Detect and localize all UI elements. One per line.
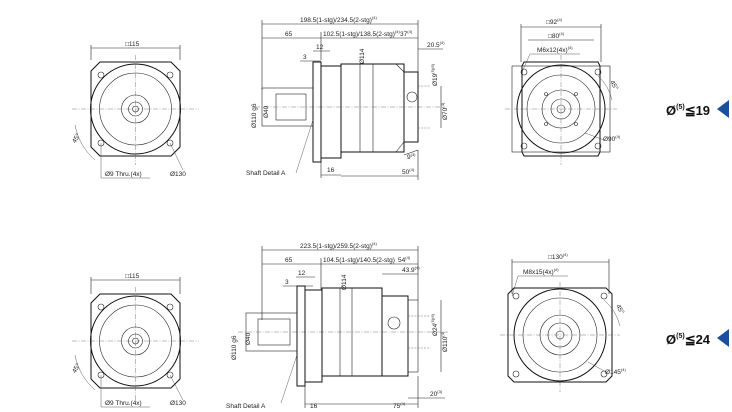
top-len-12: 12 bbox=[316, 44, 324, 51]
bottom-right-dia-145: Ø145(4) bbox=[605, 367, 626, 376]
top-right-dia-90: Ø90(4) bbox=[603, 134, 621, 143]
top-overall-length: 198.5(1-stg)/234.5(2-stg)(4) bbox=[300, 15, 377, 24]
top-left-thru-label: Ø9 Thru.(4x) bbox=[105, 171, 142, 178]
top-len-65: 65 bbox=[285, 31, 293, 38]
top-spec-label: Ø(5)≦19 bbox=[666, 103, 710, 118]
bottom-len-75: 75(4) bbox=[393, 401, 406, 410]
top-len-37: 37(4) bbox=[400, 29, 413, 38]
bottom-left-angle-label: 45° bbox=[70, 362, 82, 375]
top-len-20-5: 20.5(4) bbox=[427, 40, 445, 49]
top-front-view-right: □92(4) □80(4) M6x12(4x)(4) 45° Ø90(4) bbox=[505, 17, 621, 165]
bottom-dia-110: Ø110 g6 bbox=[231, 335, 238, 360]
top-dia-19: Ø19(5)(6) bbox=[430, 63, 439, 86]
top-len-9: 9(3) bbox=[407, 152, 416, 161]
top-shaft-detail: Shaft Detail A bbox=[246, 170, 286, 177]
bottom-front-view-right: □130(4) M8x15(4x)(4) 45° Ø145(4) bbox=[500, 252, 626, 392]
bottom-dia-110b: Ø110(4) bbox=[440, 331, 449, 352]
top-triangle-left-icon[interactable] bbox=[716, 99, 730, 119]
bottom-spec-text: Ø(5)≦24 bbox=[666, 332, 711, 347]
bottom-dia-114: Ø114 bbox=[341, 274, 348, 290]
bottom-right-angle: 45° bbox=[614, 303, 626, 316]
bottom-left-thru-label: Ø9 Thru.(4x) bbox=[105, 400, 142, 407]
bottom-right-square-130: □130(4) bbox=[548, 252, 568, 261]
bottom-len-43-9: 43.9(4) bbox=[402, 265, 420, 274]
bottom-triangle-left-icon[interactable] bbox=[716, 328, 730, 348]
bottom-dia-24: Ø24(5)(6) bbox=[430, 313, 439, 336]
top-dia-114: Ø114 bbox=[359, 48, 366, 64]
top-left-pcd-label: Ø130 bbox=[170, 171, 186, 178]
top-dia-40: Ø40 bbox=[263, 105, 270, 118]
top-right-square-92: □92(4) bbox=[546, 17, 563, 26]
top-dia-70: Ø70(4) bbox=[440, 102, 449, 120]
bottom-len-16: 16 bbox=[310, 403, 318, 410]
top-left-square-label: □115 bbox=[125, 41, 140, 48]
top-len-16: 16 bbox=[327, 167, 335, 174]
bottom-dia-40: Ø40 bbox=[245, 332, 252, 345]
top-len-50: 50(4) bbox=[402, 167, 415, 176]
top-dia-110: Ø110 g6 bbox=[251, 103, 258, 128]
bottom-len-12: 12 bbox=[298, 270, 306, 277]
bottom-len-20: 20(3) bbox=[430, 389, 443, 398]
top-len-3: 3 bbox=[303, 54, 307, 61]
bottom-mid-length: 104.5(1-stg)/140.5(2-stg) bbox=[323, 257, 395, 264]
bottom-side-view: 223.5(1-stg)/259.5(2-stg)(4) 65 104.5(1-… bbox=[226, 241, 449, 410]
top-side-view: 198.5(1-stg)/234.5(2-stg)(4) 65 102.5(1-… bbox=[246, 15, 449, 180]
top-right-thread: M6x12(4x)(4) bbox=[537, 45, 573, 54]
top-right-square-80: □80(4) bbox=[548, 31, 565, 40]
bottom-spec-label: Ø(5)≦24 bbox=[666, 332, 711, 347]
bottom-shaft-detail: Shaft Detail A bbox=[226, 403, 266, 410]
bottom-len-65: 65 bbox=[285, 257, 293, 264]
top-left-angle-label: 45° bbox=[70, 132, 82, 145]
bottom-len-54: 54(4) bbox=[398, 255, 411, 264]
bottom-len-3: 3 bbox=[285, 279, 289, 286]
bottom-front-view-left: □115 Ø9 Thru.(4x) Ø130 45° bbox=[70, 273, 199, 408]
bottom-right-thread: M8x15(4x)(4) bbox=[523, 267, 559, 276]
top-front-view-left: □115 Ø9 Thru.(4x) Ø130 45° bbox=[70, 41, 199, 179]
bottom-overall-length: 223.5(1-stg)/259.5(2-stg)(4) bbox=[300, 241, 377, 250]
bottom-left-pcd-label: Ø130 bbox=[170, 400, 186, 407]
top-mid-length: 102.5(1-stg)/138.5(2-stg)(4) bbox=[323, 29, 400, 38]
top-spec-text: Ø(5)≦19 bbox=[666, 103, 710, 118]
bottom-left-square-label: □115 bbox=[125, 273, 140, 280]
